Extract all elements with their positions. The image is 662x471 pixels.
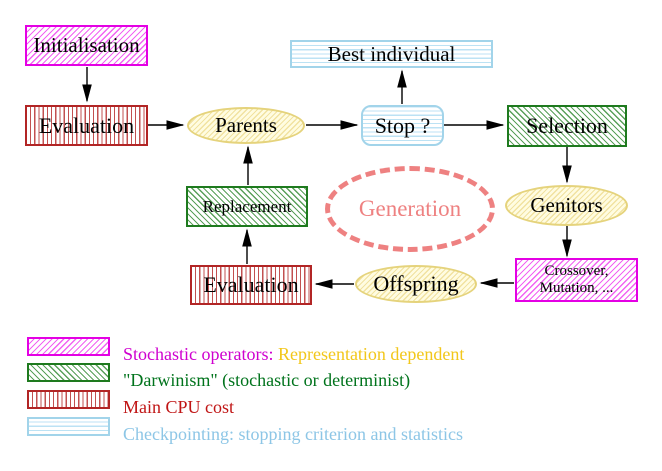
crossover-line2: Mutation, ... (539, 280, 614, 296)
node-selection: Selection (507, 105, 627, 147)
legend-label-darwinism: "Darwinism" (stochastic or determinist) (123, 370, 411, 390)
node-parents: Parents (187, 107, 305, 144)
legend-swatch-cyan-stripes (27, 416, 110, 436)
generation-loop-ellipse: Generation (325, 166, 495, 252)
node-evaluation-top: Evaluation (25, 105, 148, 146)
crossover-line1: Crossover, (544, 262, 609, 279)
node-crossover-mutation: Crossover, Mutation, ... (515, 258, 638, 302)
legend-label-stochastic: Stochastic operators: (123, 344, 274, 364)
legend-swatch-green-hatch (27, 362, 110, 382)
legend-label-cpu-cost: Main CPU cost (123, 397, 235, 417)
node-evaluation-bottom: Evaluation (190, 265, 312, 305)
node-best-individual: Best individual (290, 40, 493, 68)
node-offspring: Offspring (355, 265, 477, 303)
legend-swatch-red-stripes (27, 389, 110, 409)
node-stop: Stop ? (361, 105, 444, 146)
node-genitors: Genitors (505, 185, 628, 226)
legend-label-checkpointing: Checkpointing: stopping criterion and st… (123, 424, 463, 444)
legend-swatch-magenta-hatch (27, 336, 110, 356)
legend-label-representation: Representation dependent (277, 344, 465, 364)
node-replacement: Replacement (186, 186, 308, 227)
node-initialisation: Initialisation (25, 25, 148, 66)
